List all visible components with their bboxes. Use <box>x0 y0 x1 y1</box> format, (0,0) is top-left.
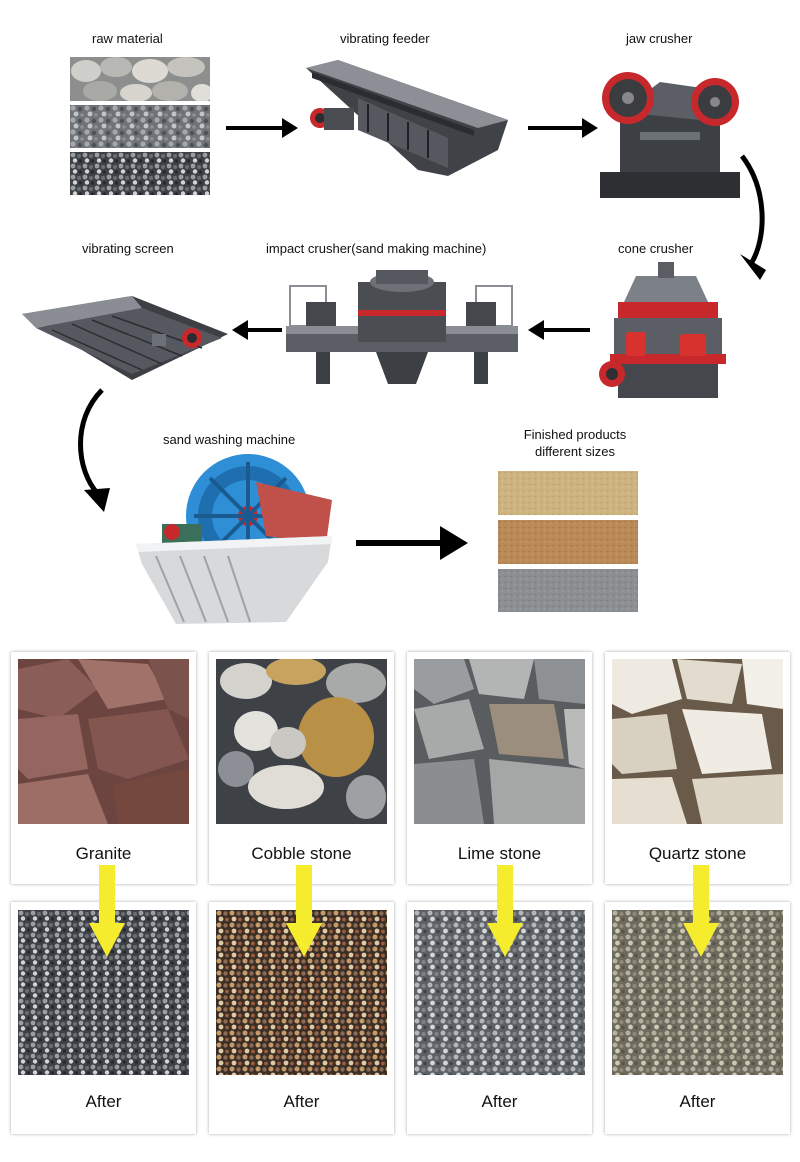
yellow-down-arrow-icon <box>89 865 125 957</box>
impact-crusher-image <box>286 266 518 390</box>
after-label-granite: After <box>85 1092 122 1111</box>
after-card-quartz: After <box>605 902 790 1134</box>
raw-material-label: raw material <box>92 31 163 46</box>
finished-sand-fine-swatch <box>498 471 638 515</box>
cone-crusher-label: cone crusher <box>618 241 694 256</box>
stone-name-granite: Granite <box>75 844 132 863</box>
sand-washing-label: sand washing machine <box>163 432 296 447</box>
arrow-screen-to-washer <box>78 388 110 512</box>
vibrating-screen-image <box>22 294 228 384</box>
cobble-stone-photo <box>216 659 387 824</box>
yellow-down-arrow-icon <box>286 865 322 957</box>
stone-card-granite: Granite <box>11 652 196 884</box>
stone-card-lime: Lime stone <box>407 652 592 884</box>
stone-name-quartz: Quartz stone <box>648 844 747 863</box>
stone-name-lime: Lime stone <box>457 844 542 863</box>
after-label-lime: After <box>481 1092 518 1111</box>
arrow-impact-to-screen <box>232 320 282 340</box>
quartz-stone-photo <box>612 659 783 824</box>
yellow-down-arrow-icon <box>683 865 719 957</box>
vibrating-feeder-label: vibrating feeder <box>340 31 430 46</box>
raw-material-fine-gravel-photo <box>70 152 210 195</box>
arrow-washer-to-products <box>356 526 468 560</box>
raw-material-cobbles-photo <box>70 57 210 101</box>
arrow-cone-to-impact <box>528 320 590 340</box>
after-label-cobble: After <box>283 1092 320 1111</box>
arrow-jaw-to-cone <box>739 154 766 280</box>
raw-material-crushed-photo <box>70 105 210 148</box>
after-card-lime: After <box>407 902 592 1134</box>
yellow-down-arrow-icon <box>487 865 523 957</box>
sand-washing-machine-image <box>136 452 332 624</box>
finished-sand-gray-swatch <box>498 569 638 612</box>
granite-photo <box>18 659 189 824</box>
stone-card-cobble: Cobble stone <box>209 652 394 884</box>
arrow-feeder-to-jaw <box>528 118 598 138</box>
finished-sand-orange-swatch <box>498 520 638 564</box>
stone-name-cobble: Cobble stone <box>251 844 352 863</box>
after-label-quartz: After <box>679 1092 716 1111</box>
jaw-crusher-label: jaw crusher <box>626 31 693 46</box>
finished-products-label: Finished products different sizes <box>495 426 655 460</box>
vibrating-screen-label: vibrating screen <box>82 241 174 256</box>
lime-stone-photo <box>414 659 585 824</box>
impact-crusher-label: impact crusher(sand making machine) <box>266 241 487 256</box>
finished-line-2: different sizes <box>535 444 615 459</box>
stone-card-quartz: Quartz stone <box>605 652 790 884</box>
cone-crusher-image <box>596 262 742 402</box>
flow-arrows <box>78 118 766 560</box>
jaw-crusher-image <box>600 52 740 200</box>
vibrating-feeder-image <box>298 58 514 176</box>
finished-line-1: Finished products <box>523 427 627 442</box>
arrow-raw-to-feeder <box>226 118 298 138</box>
